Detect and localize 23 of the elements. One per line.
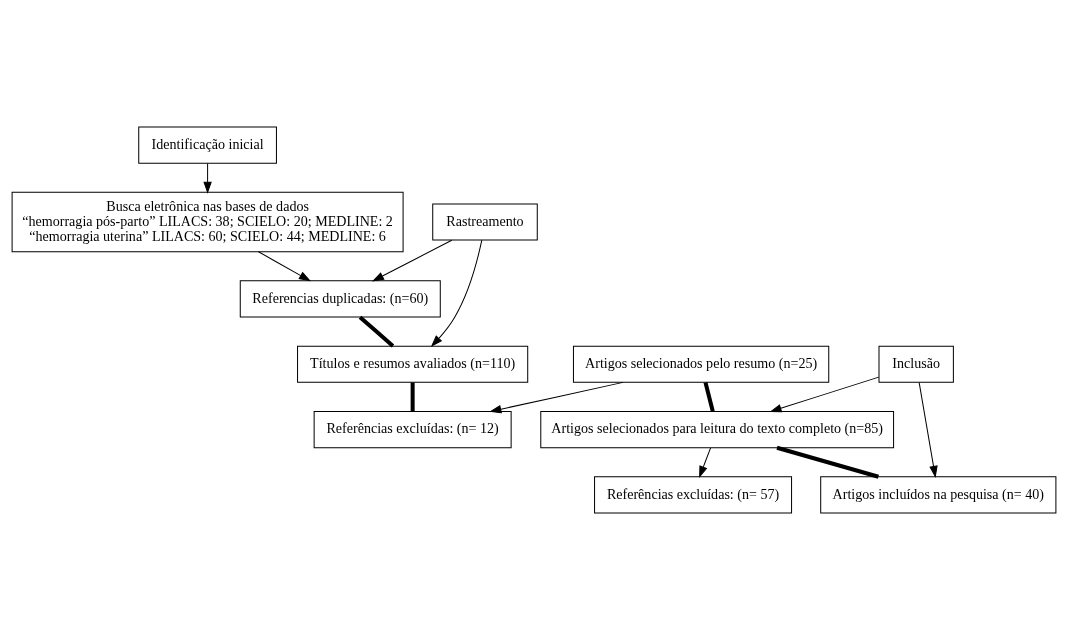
- node-box: Artigos selecionados pelo resumo (n=25): [572, 345, 830, 383]
- arrow: [699, 446, 712, 478]
- node-box: Referências excluídas: (n= 12): [313, 410, 512, 448]
- node-box: Identificação inicial: [138, 126, 277, 164]
- node-box: Referencias duplicadas: (n=60): [239, 279, 441, 317]
- node-box: Títulos e resumos avaliados (n=110): [297, 345, 529, 383]
- arrow: [371, 239, 453, 281]
- node-box: Busca eletrônica nas bases de dados “hemorragia pós-parto” LILACS: 38; SCIELO: 20; MEDLINE: 2 “hemorragia uterina” LILACS: 60; SCIELO: 44; MEDLINE: 6: [11, 191, 404, 252]
- connector: [358, 315, 395, 347]
- node-box: Inclusão: [878, 345, 954, 383]
- node-box: Artigos selecionados para leitura do texto completo (n=85): [540, 410, 895, 448]
- arrow: [430, 239, 483, 347]
- connector: [776, 445, 879, 479]
- arrow: [918, 381, 938, 478]
- node-box: Rastreamento: [432, 202, 538, 241]
- connector: [410, 382, 415, 411]
- node-box: Referências excluídas: (n= 57): [594, 475, 793, 513]
- connector: [703, 381, 715, 412]
- arrow: [203, 162, 212, 194]
- arrow: [489, 381, 624, 413]
- arrow: [258, 250, 311, 281]
- node-box: Artigos incluídos na pesquisa (n= 40): [820, 475, 1057, 513]
- arrow: [769, 376, 880, 412]
